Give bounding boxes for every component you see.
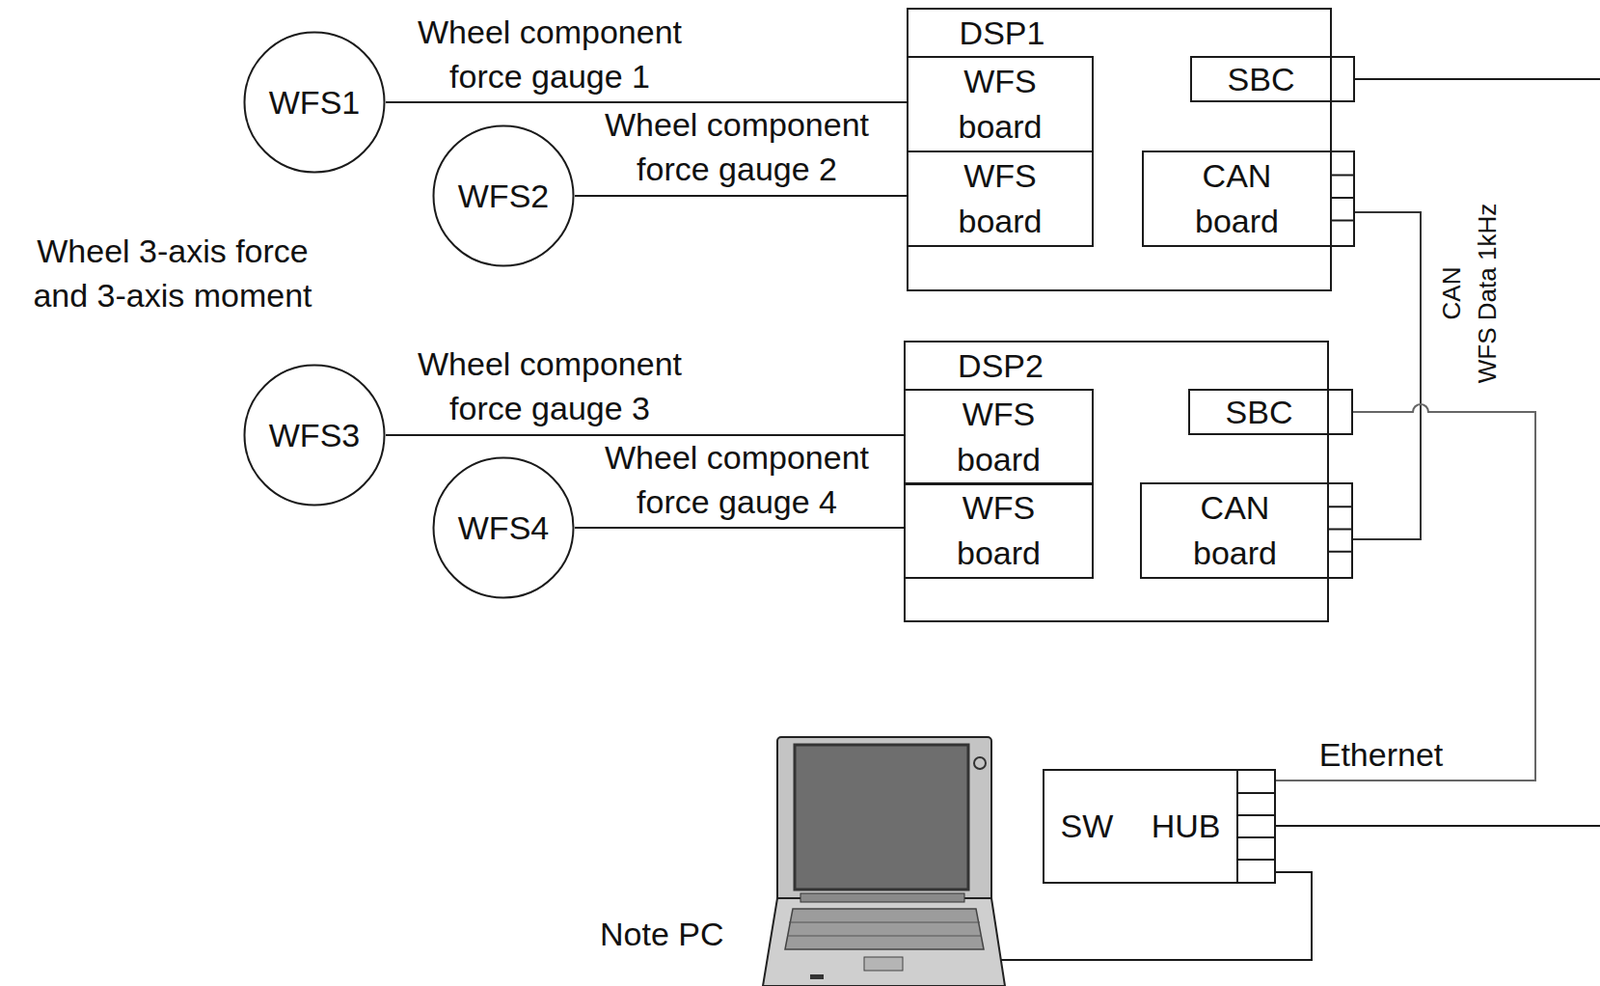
laptop-illustration <box>762 736 1005 986</box>
connector <box>1353 212 1421 540</box>
port-divider <box>1236 836 1275 839</box>
offpage-wire <box>1355 78 1600 81</box>
connector <box>1275 404 1536 781</box>
circle-shape <box>244 365 385 506</box>
node-text: WFS1 <box>269 82 360 123</box>
port-divider <box>1236 791 1275 794</box>
edge-label: CAN <box>1435 267 1469 321</box>
sensor-circle: WFS1 <box>243 30 386 174</box>
connector <box>385 433 904 436</box>
port-strip <box>1236 770 1275 882</box>
port-edge <box>1236 770 1239 882</box>
dsp-unit: DSP1WFS boardSBCWFS boardCAN board <box>906 7 1332 292</box>
node-text: Note PC <box>599 914 725 954</box>
node-text: WFS board <box>951 58 1049 150</box>
port-divider <box>1328 528 1352 531</box>
label-holder: Ethernet <box>1319 732 1444 778</box>
sbc-board: SBC <box>1188 388 1354 435</box>
label-holder: Wheel component force gauge 2 <box>582 103 892 192</box>
label-holder: Wheel component force gauge 4 <box>582 435 892 525</box>
wfs-board: WFS board <box>903 482 1094 579</box>
port-divider <box>1329 174 1354 177</box>
keyboard-row <box>788 922 980 923</box>
node-text: DSP2 <box>905 342 1096 389</box>
node-text: WFS4 <box>458 508 549 548</box>
wfs-board: WFS board <box>906 150 1094 247</box>
wfs-board: WFS board <box>903 388 1094 486</box>
sensor-circle: WFS2 <box>432 124 575 268</box>
edge-label: Wheel component force gauge 4 <box>582 435 892 525</box>
laptop-keyboard <box>785 908 984 950</box>
port-divider <box>1328 505 1352 508</box>
port-divider <box>1329 219 1354 222</box>
port-strip <box>1329 152 1354 244</box>
keyboard-row <box>786 935 982 937</box>
node-text: CAN board <box>1187 485 1284 576</box>
circle-shape <box>244 32 385 173</box>
laptop-touchpad <box>864 956 903 971</box>
connector <box>574 194 907 197</box>
can-board: CAN board <box>1139 482 1354 579</box>
port-strip <box>1328 484 1352 574</box>
edge-label: Wheel component force gauge 1 <box>395 10 705 100</box>
laptop-slot <box>810 974 824 979</box>
connector <box>385 101 907 104</box>
node-text: DSP1 <box>908 9 1096 56</box>
laptop-button <box>974 757 986 769</box>
laptop-lid <box>777 736 992 901</box>
sensor-circle: WFS3 <box>243 363 386 507</box>
laptop-hinge <box>800 893 965 902</box>
label-holder: Wheel component force gauge 1 <box>395 10 705 100</box>
circle-shape <box>433 458 574 598</box>
can-board: CAN board <box>1141 150 1356 247</box>
node-text: WFS board <box>951 153 1049 245</box>
node-text: WFS3 <box>269 415 360 456</box>
offpage-wire <box>1275 824 1600 827</box>
label-holder: Wheel component force gauge 3 <box>395 342 705 432</box>
annotation-label: WFS Data 1kHz <box>1470 203 1505 383</box>
node-text: SBC <box>1227 59 1296 100</box>
laptop-base <box>762 897 1005 986</box>
sensor-circle: WFS4 <box>432 456 575 599</box>
node-text: WFS board <box>950 391 1048 483</box>
node-text: WFS board <box>950 485 1048 576</box>
annotation-label: Wheel 3-axis force and 3-axis moment <box>13 229 332 319</box>
node-text: WFS2 <box>458 176 549 217</box>
label-holder: Wheel 3-axis force and 3-axis moment <box>13 229 332 319</box>
sbc-board: SBC <box>1190 55 1356 103</box>
dsp-unit: DSP2WFS boardSBCWFS boardCAN board <box>903 340 1329 623</box>
laptop-screen <box>794 744 969 890</box>
wfs-board: WFS board <box>906 55 1094 153</box>
label-holder: CAN <box>1435 267 1469 321</box>
label-holder: WFS Data 1kHz <box>1470 203 1505 383</box>
port-divider <box>1236 813 1275 816</box>
port-divider <box>1329 196 1354 199</box>
node-text: SW HUB <box>1060 806 1221 846</box>
edge-label: Wheel component force gauge 2 <box>582 103 892 192</box>
note-pc: Note PC <box>588 732 1002 986</box>
edge-label: Wheel component force gauge 3 <box>395 342 705 432</box>
node-text: SBC <box>1225 392 1294 433</box>
edge-label: Ethernet <box>1319 732 1444 778</box>
node-text: CAN board <box>1189 153 1286 245</box>
port-divider <box>1236 858 1275 861</box>
port-divider <box>1328 550 1352 553</box>
switch-hub: SW HUB <box>1042 768 1276 884</box>
connector <box>1001 871 1312 960</box>
circle-shape <box>433 126 574 267</box>
connector <box>574 526 904 529</box>
